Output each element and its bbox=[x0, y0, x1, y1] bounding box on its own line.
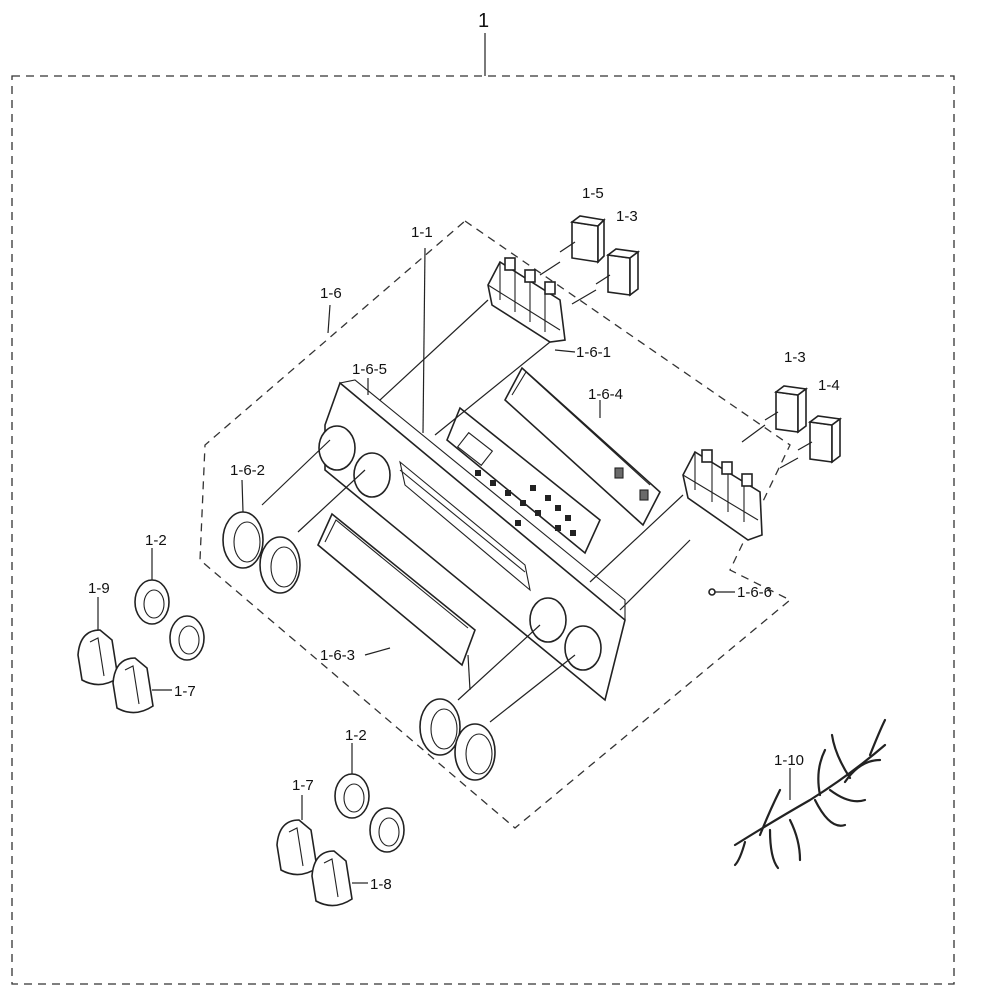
switch-bracket-right bbox=[682, 449, 763, 541]
switch-bracket-left bbox=[487, 257, 566, 343]
label-1-6-4: 1-6-4 bbox=[588, 386, 623, 403]
label-1-9: 1-9 bbox=[88, 580, 110, 597]
assembly-boundary bbox=[11, 33, 955, 985]
display-window bbox=[317, 512, 476, 667]
knob-1-9 bbox=[77, 629, 119, 686]
label-1-6: 1-6 bbox=[320, 285, 342, 302]
knob-caps-bottom bbox=[334, 773, 405, 853]
knob-1-7-bottom bbox=[276, 819, 318, 876]
switch-1-5 bbox=[559, 215, 606, 264]
switch-1-3-top bbox=[595, 248, 641, 297]
label-1-2-bottom: 1-2 bbox=[345, 727, 367, 744]
label-1-3-right: 1-3 bbox=[784, 349, 806, 366]
control-panel-frame bbox=[318, 379, 626, 702]
screw-1-6-6 bbox=[708, 588, 735, 596]
knob-1-8 bbox=[311, 850, 353, 907]
label-1-7-left: 1-7 bbox=[174, 683, 196, 700]
label-1-6-5: 1-6-5 bbox=[352, 361, 387, 378]
label-assembly-1: 1 bbox=[478, 10, 489, 32]
knob-1-7-left bbox=[112, 657, 154, 714]
label-1-7-bottom: 1-7 bbox=[292, 777, 314, 794]
label-leaders bbox=[97, 378, 791, 884]
label-1-3-top: 1-3 bbox=[616, 208, 638, 225]
pcb-display-board bbox=[504, 366, 661, 527]
label-1-10: 1-10 bbox=[774, 752, 804, 769]
label-1-6-3: 1-6-3 bbox=[320, 647, 355, 664]
label-1-8: 1-8 bbox=[370, 876, 392, 893]
knob-rings-right bbox=[419, 698, 496, 781]
wire-harness bbox=[733, 718, 887, 870]
switch-1-4 bbox=[797, 415, 843, 464]
label-1-6-2: 1-6-2 bbox=[230, 462, 265, 479]
label-1-6-6: 1-6-6 bbox=[737, 584, 772, 601]
callout-labels: 1 1-1 1-5 1-3 1-6 1-6-1 1-3 1-4 1-6-5 1-… bbox=[88, 10, 840, 893]
label-1-5: 1-5 bbox=[582, 185, 604, 202]
assembly-lines bbox=[261, 247, 691, 723]
label-1-4: 1-4 bbox=[818, 377, 840, 394]
label-1-1: 1-1 bbox=[411, 224, 433, 241]
knob-rings-left bbox=[222, 511, 301, 594]
label-1-2-left: 1-2 bbox=[145, 532, 167, 549]
label-1-6-1: 1-6-1 bbox=[576, 344, 611, 361]
switch-1-3-right bbox=[764, 385, 809, 434]
knob-caps-left bbox=[134, 579, 205, 661]
